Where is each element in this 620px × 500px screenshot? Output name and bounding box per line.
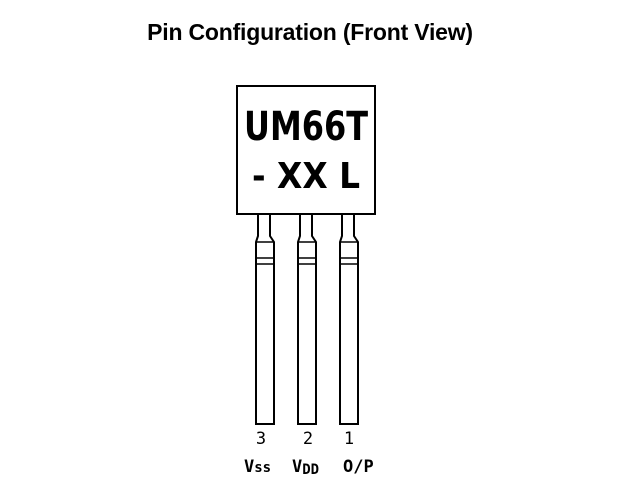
lead-pin-3 [255, 213, 275, 425]
pin-number-1: 1 [344, 429, 354, 449]
pin-name-1: O/P [343, 457, 374, 477]
pin-name-1-main: O/P [343, 457, 374, 477]
package-marking-line1: UM66T [244, 104, 369, 150]
pin-name-3: Vss [244, 457, 271, 477]
package-marking-line2: - XX L [252, 156, 360, 197]
lead-pin-1 [339, 213, 359, 425]
pin-name-3-sub: ss [254, 460, 271, 476]
pin-name-2-sub: DD [302, 462, 319, 478]
pin-name-2-main: V [292, 457, 302, 477]
pin-name-2: VDD [292, 457, 319, 478]
pin-name-3-main: V [244, 457, 254, 477]
diagram-title: Pin Configuration (Front View) [147, 19, 473, 45]
lead-pin-2 [297, 213, 317, 425]
pin-number-2: 2 [303, 429, 313, 449]
pin-number-3: 3 [256, 429, 266, 449]
package-body [236, 85, 376, 215]
